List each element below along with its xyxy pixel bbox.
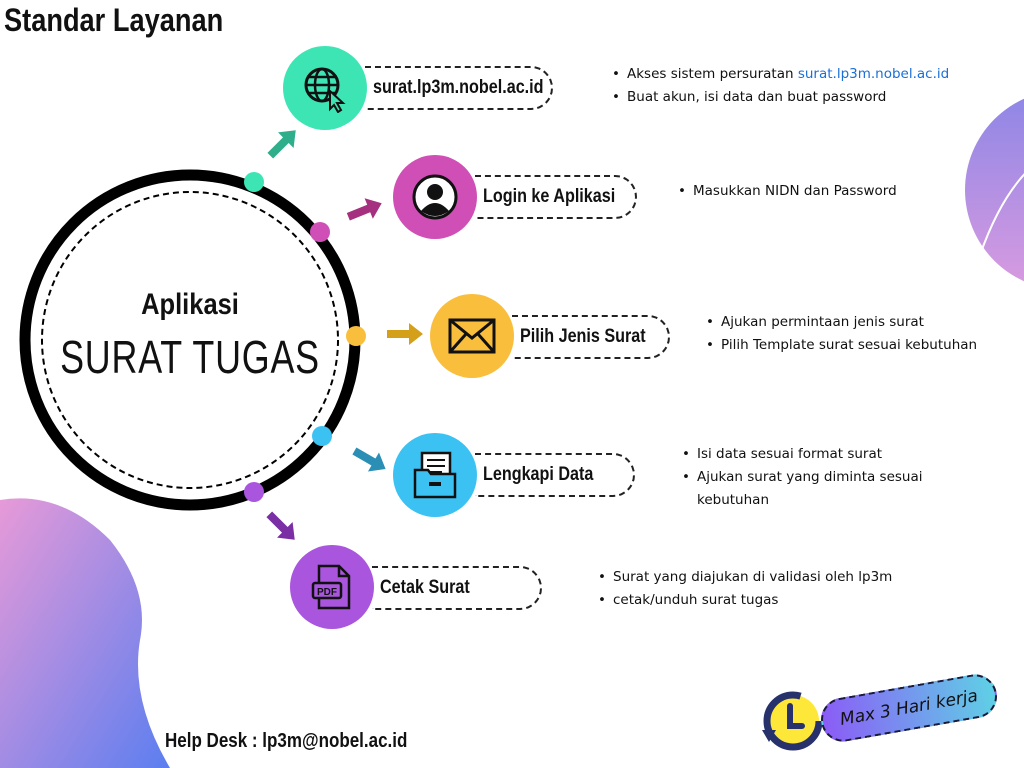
ring-dot <box>244 482 264 502</box>
step-label-2: Login ke Aplikasi <box>475 175 637 219</box>
arrow-icon <box>267 130 296 159</box>
arrow-icon <box>352 447 386 472</box>
user-icon <box>393 155 477 239</box>
step-label-4: Lengkapi Data <box>475 453 635 497</box>
help-desk-contact: Help Desk : lp3m@nobel.ac.id <box>165 730 408 752</box>
decorative-blob-left <box>0 498 170 768</box>
pdf-icon: PDF <box>290 545 374 629</box>
bullet-item: Surat yang diajukan di validasi oleh lp3… <box>598 566 892 589</box>
bullet-item: Buat akun, isi data dan buat password <box>612 86 949 109</box>
step-3-bullets: Ajukan permintaan jenis surat Pilih Temp… <box>706 311 977 357</box>
ring-dot <box>312 426 332 446</box>
arrow-icon <box>346 198 382 221</box>
center-title: SURAT TUGAS <box>60 331 320 383</box>
svg-text:PDF: PDF <box>317 587 337 598</box>
step-4-bullets: Isi data sesuai format surat Ajukan sura… <box>682 443 952 512</box>
step-2-bullets: Masukkan NIDN dan Password <box>678 180 897 203</box>
step-1-bullets: Akses sistem persuratan surat.lp3m.nobel… <box>612 63 949 109</box>
center-subtitle: Aplikasi <box>141 288 239 321</box>
bullet-item: Masukkan NIDN dan Password <box>678 180 897 203</box>
bullet-item: Akses sistem persuratan surat.lp3m.nobel… <box>612 63 949 86</box>
step-label-1: surat.lp3m.nobel.ac.id <box>365 66 553 110</box>
arrow-icon <box>266 511 295 540</box>
page-title: Standar Layanan <box>4 2 224 38</box>
step-label-5: Cetak Surat <box>372 566 542 610</box>
decorative-blob-right <box>965 98 1024 282</box>
folder-document-icon <box>393 433 477 517</box>
step-5-bullets: Surat yang diajukan di validasi oleh lp3… <box>598 566 892 612</box>
bullet-item: Isi data sesuai format surat <box>682 443 952 466</box>
step-label-3: Pilih Jenis Surat <box>512 315 670 359</box>
bullet-item: Ajukan surat yang diminta sesuai kebutuh… <box>682 466 952 512</box>
clock-icon <box>760 688 826 754</box>
arrow-icon <box>387 323 423 345</box>
ring-dot <box>310 222 330 242</box>
bullet-item: cetak/unduh surat tugas <box>598 589 892 612</box>
envelope-icon <box>430 294 514 378</box>
bullet-item: Pilih Template surat sesuai kebutuhan <box>706 334 977 357</box>
globe-cursor-icon <box>283 46 367 130</box>
ring-dot <box>244 172 264 192</box>
link-surat[interactable]: surat.lp3m.nobel.ac.id <box>797 66 950 82</box>
ring-dot <box>346 326 366 346</box>
bullet-item: Ajukan permintaan jenis surat <box>706 311 977 334</box>
